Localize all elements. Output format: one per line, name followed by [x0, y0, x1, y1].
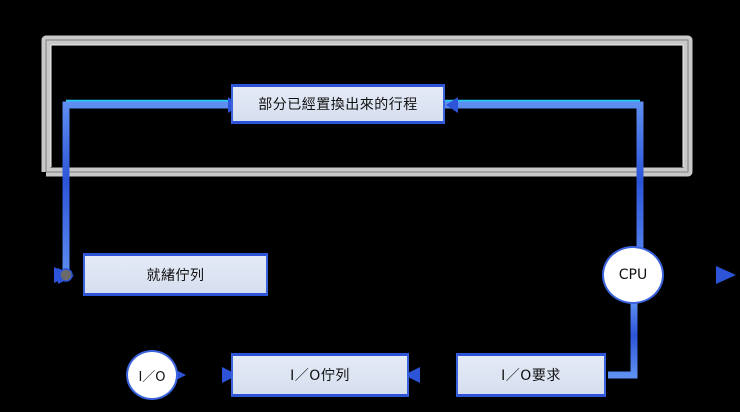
node-io-queue-label: I／O佇列 — [290, 368, 350, 384]
node-ready-queue[interactable]: 就緒佇列 — [83, 253, 268, 296]
junction-dot — [59, 268, 73, 282]
node-cpu[interactable]: CPU — [602, 246, 664, 304]
cpu-feedback-loop-line — [62, 101, 644, 275]
node-cpu-label: CPU — [618, 267, 648, 283]
node-io-label: I／O — [138, 369, 166, 385]
node-swapped-processes[interactable]: 部分已經置換出來的行程 — [231, 84, 445, 124]
node-io-request[interactable]: I／O要求 — [456, 353, 606, 397]
cpu-down-line — [608, 303, 638, 379]
node-ready-queue-label: 就緒佇列 — [146, 267, 205, 284]
io-queue-arrowhead — [222, 367, 238, 383]
node-io[interactable]: I／O — [126, 350, 178, 400]
io-request-arrowhead — [404, 367, 420, 383]
node-io-request-label: I／O要求 — [501, 368, 561, 384]
node-io-queue[interactable]: I／O佇列 — [231, 353, 409, 397]
flow-lines — [0, 101, 722, 379]
exit-arrowhead — [716, 266, 736, 284]
node-swapped-processes-label: 部分已經置換出來的行程 — [258, 97, 418, 113]
outer-gray-loop-path — [41, 35, 693, 177]
swapped-processes-right-arrowhead — [446, 97, 458, 113]
